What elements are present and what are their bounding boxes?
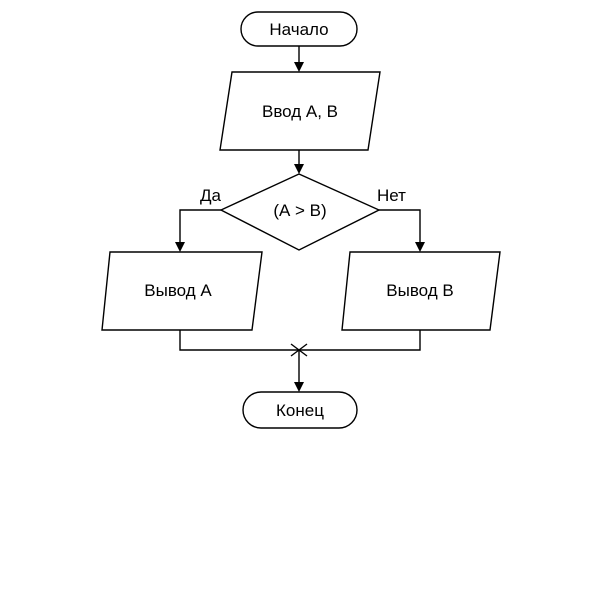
- branch-no-label: Нет: [377, 186, 406, 205]
- output-b-label: Вывод В: [386, 281, 453, 300]
- end-terminator: [242, 391, 358, 429]
- connector-merge-right: [299, 330, 421, 351]
- input-parallelogram: [219, 71, 381, 151]
- arrowhead-end: [294, 382, 304, 392]
- connector-merge-left: [179, 330, 299, 351]
- output-b-parallelogram: [341, 251, 501, 331]
- end-label: Конец: [276, 401, 324, 420]
- connector-no-branch: [379, 209, 421, 244]
- start-label: Начало: [269, 20, 328, 39]
- decision-label: (А > В): [273, 201, 326, 220]
- output-a-label: Вывод А: [144, 281, 212, 300]
- arrowhead-output-a: [175, 242, 185, 252]
- arrowhead-input: [294, 62, 304, 72]
- arrowhead-output-b: [415, 242, 425, 252]
- input-label: Ввод А, В: [262, 102, 338, 121]
- arrowhead-decision: [294, 164, 304, 174]
- decision-diamond: [219, 173, 381, 251]
- output-a-parallelogram: [101, 251, 263, 331]
- connector-yes-branch: [179, 209, 221, 244]
- branch-yes-label: Да: [200, 186, 222, 205]
